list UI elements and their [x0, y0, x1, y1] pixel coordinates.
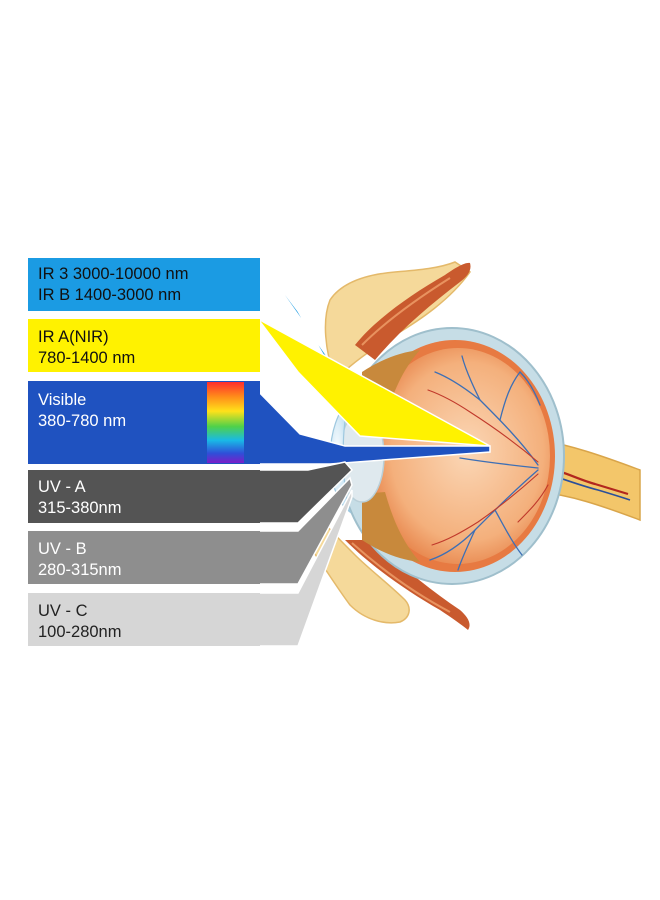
ir-far-line2: IR B 1400-3000 nm: [38, 286, 182, 304]
band-label-ir-far: IR 3 3000-10000 nm IR B 1400-3000 nm: [38, 264, 188, 306]
band-label-ir-a: IR A(NIR) 780-1400 nm: [38, 327, 135, 369]
beam-ir-a: [257, 318, 491, 447]
box-uv-c: [28, 593, 260, 646]
ciliary-body-lower: [362, 492, 420, 562]
band-label-uv-a: UV - A 315-380nm: [38, 477, 121, 519]
visible-line1: Visible: [38, 391, 87, 409]
uv-c-line1: UV - C: [38, 602, 88, 620]
box-ir-far: [28, 258, 260, 311]
lower-muscle-highlight: [351, 542, 451, 613]
ir-a-line1: IR A(NIR): [38, 328, 109, 346]
uv-a-line1: UV - A: [38, 478, 86, 496]
nerve-vessel-blue: [547, 473, 631, 501]
box-uv-a: [28, 470, 260, 523]
uv-b-line2: 280-315nm: [38, 561, 122, 579]
band-label-uv-b: UV - B 280-315nm: [38, 539, 121, 581]
ir-a-line2: 780-1400 nm: [38, 349, 136, 367]
retinal-vessels: [429, 355, 541, 571]
visible-spectrum-swatch: [207, 382, 244, 463]
retinal-arteries: [427, 389, 549, 546]
eye-illustration: [304, 261, 641, 630]
retina: [366, 348, 550, 564]
uv-a-line2: 315-380nm: [38, 499, 122, 517]
band-label-visible: Visible 380-780 nm: [38, 390, 126, 432]
ir-far-line1: IR 3 3000-10000 nm: [38, 265, 189, 283]
uv-c-line2: 100-280nm: [38, 623, 122, 641]
band-label-uv-c: UV - C 100-280nm: [38, 601, 121, 643]
box-ir-a: [28, 319, 260, 372]
optic-nerve: [539, 439, 641, 522]
uv-b-line1: UV - B: [38, 540, 87, 558]
box-uv-b: [28, 531, 260, 584]
upper-muscle-highlight: [361, 277, 451, 346]
beam-visible: [247, 379, 491, 465]
upper-eye-muscle: [355, 262, 471, 360]
radiation-beams: [247, 257, 491, 647]
visible-line2: 380-780 nm: [38, 412, 127, 430]
